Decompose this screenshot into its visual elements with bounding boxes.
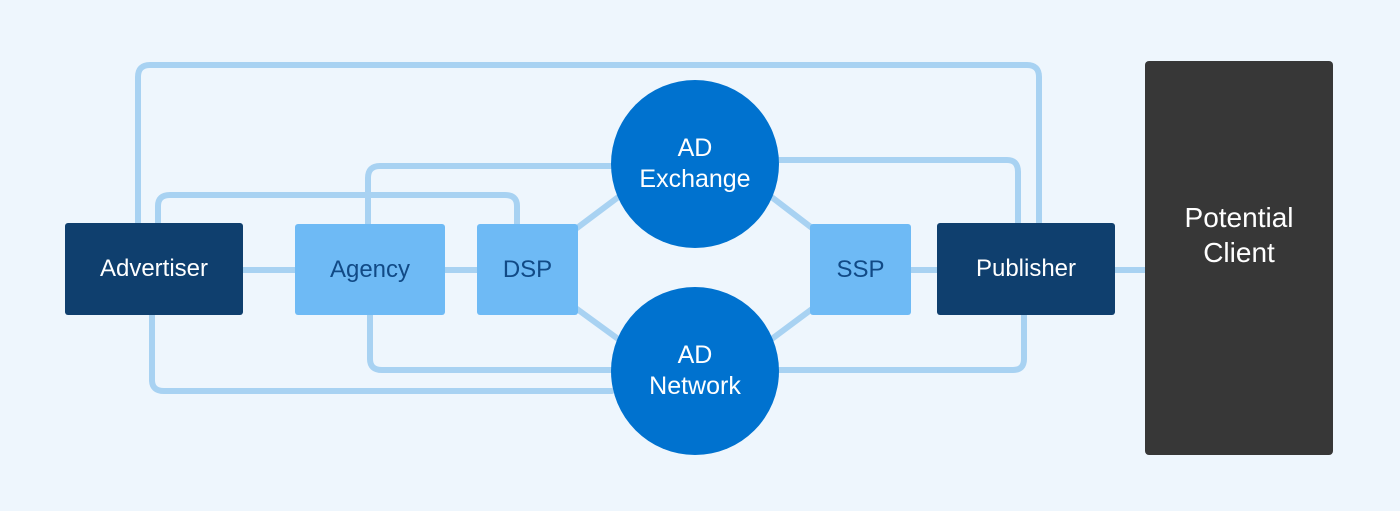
ad-exchange-label: AD Exchange [639,133,751,193]
connector-ad-network-publisher [773,311,1027,373]
potential-client-node: Potential Client [1145,61,1333,455]
agency-node: Agency [295,224,445,315]
potential-client-label: Potential Client [1184,202,1294,268]
ad-network-node: AD Network [611,287,779,455]
ad-network-label: AD Network [649,340,741,400]
connector-ad-network-ssp [762,306,815,347]
dsp-label: DSP [502,255,553,283]
ad-exchange-node: AD Exchange [611,80,779,248]
connector-advertiser-ad-network [149,311,615,394]
dsp-node: DSP [477,224,578,315]
advertiser-label: Advertiser [99,255,209,282]
publisher-node: Publisher [937,223,1115,315]
connector-ad-exchange-ssp [762,189,815,231]
connector-agency-ad-network [367,311,615,373]
connector-agency-ad-exchange [365,163,615,228]
connector-advertiser-publisher [135,62,1042,228]
advertiser-node: Advertiser [65,223,243,315]
connector-ad-exchange-publisher [773,157,1021,228]
agency-label: Agency [329,255,411,283]
ssp-label: SSP [836,255,885,283]
ssp-node: SSP [810,224,911,315]
connector-advertiser-dsp [155,192,520,228]
connector-dsp-ad-exchange [574,189,628,231]
publisher-label: Publisher [975,255,1077,282]
